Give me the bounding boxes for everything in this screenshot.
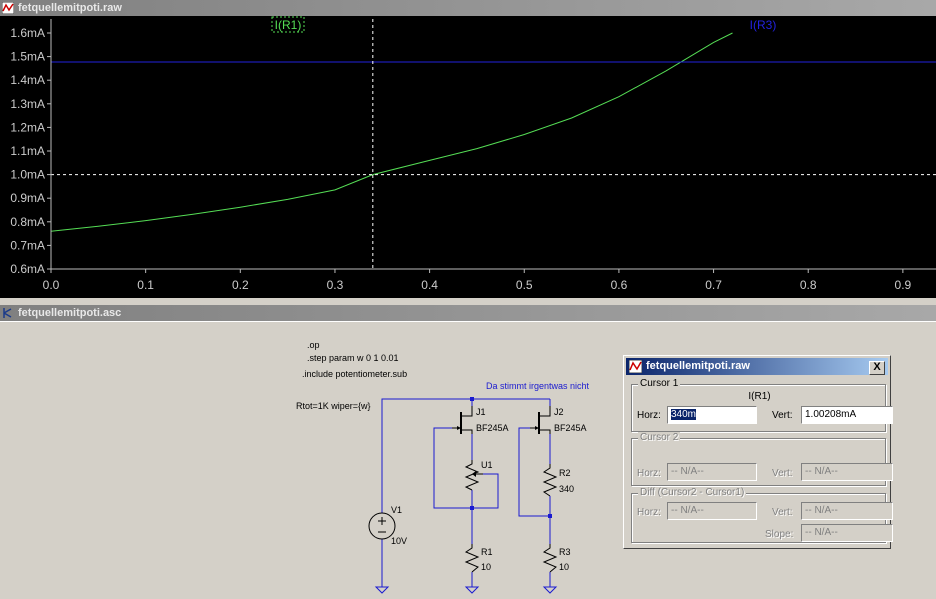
schematic-drawing[interactable]: .op .step param w 0 1 0.01 .include pote…	[0, 322, 936, 599]
legend-r1-box[interactable]	[271, 16, 305, 33]
x-tick-label: 0.5	[516, 278, 533, 292]
x-tick-label: 0.6	[611, 278, 628, 292]
cursor2-horz-field[interactable]: -- N/A--	[667, 463, 757, 481]
r2-name: R2	[559, 468, 571, 478]
y-tick-label: 1.0mA	[10, 168, 45, 182]
close-button[interactable]: X	[869, 361, 885, 375]
v1-name: V1	[391, 505, 402, 515]
y-tick-label: 0.8mA	[10, 215, 45, 229]
u1-name: U1	[481, 460, 493, 470]
x-tick-label: 0.0	[43, 278, 60, 292]
cursor2-horz-label: Horz:	[637, 468, 661, 479]
cursor2-vert-field[interactable]: -- N/A--	[801, 463, 893, 481]
plot-window-titlebar[interactable]: fetquellemitpoti.raw	[0, 0, 936, 16]
spice-directive-step[interactable]: .step param w 0 1 0.01	[307, 353, 399, 363]
r3-name: R3	[559, 547, 571, 557]
y-tick-label: 1.4mA	[10, 73, 45, 87]
schematic-window-title: fetquellemitpoti.asc	[18, 307, 122, 319]
diff-vert-label: Vert:	[772, 507, 793, 518]
schematic-icon	[3, 308, 12, 318]
diff-slope-field[interactable]: -- N/A--	[801, 524, 893, 542]
cursor1-horz-value: 340m	[671, 409, 697, 420]
r3-value: 10	[559, 562, 569, 572]
potentiometer-u1-symbol[interactable]	[464, 460, 483, 491]
cursor1-horz-field[interactable]: 340m	[667, 406, 757, 424]
r1-value: 10	[481, 562, 491, 572]
waveform-chart[interactable]: 1.6mA 1.5mA 1.4mA 1.3mA 1.2mA 1.1mA 1.0mA 0.9mA…	[0, 16, 936, 298]
y-tick-label: 0.7mA	[10, 238, 45, 252]
y-tick-label: 1.2mA	[10, 120, 45, 134]
y-tick-label: 0.9mA	[10, 191, 45, 205]
x-tick-label: 0.4	[421, 278, 438, 292]
cursor-dialog-title: fetquellemitpoti.raw	[646, 360, 750, 372]
x-tick-label: 0.2	[232, 278, 249, 292]
param-label[interactable]: Rtot=1K wiper={w}	[296, 401, 371, 411]
y-tick-label: 1.3mA	[10, 97, 45, 111]
waveform-icon	[629, 360, 642, 373]
resistor-r3-symbol[interactable]	[542, 544, 558, 573]
cursor2-vert-label: Vert:	[772, 468, 793, 479]
cursor2-label: Cursor 2	[638, 432, 681, 443]
j1-name: J1	[476, 407, 486, 417]
legend-r1-label[interactable]: I(R1)	[275, 18, 302, 32]
diff-label: Diff (Cursor2 - Cursor1)	[638, 487, 747, 498]
y-tick-label: 1.1mA	[10, 144, 45, 158]
x-tick-label: 0.1	[137, 278, 154, 292]
diff-slope-label: Slope:	[765, 529, 794, 540]
x-tick-label: 0.3	[327, 278, 344, 292]
plot-window-title: fetquellemitpoti.raw	[18, 2, 122, 14]
r2-value: 340	[559, 484, 574, 494]
diff-vert-field[interactable]: -- N/A--	[801, 502, 893, 520]
schematic-window-titlebar[interactable]: fetquellemitpoti.asc	[0, 305, 936, 321]
j2-model: BF245A	[554, 423, 587, 433]
ground-symbols	[374, 586, 558, 594]
j1-model: BF245A	[476, 423, 509, 433]
cursor1-horz-label: Horz:	[637, 410, 661, 421]
diff-horz-field[interactable]: -- N/A--	[667, 502, 757, 520]
voltage-source-v1-symbol[interactable]	[368, 512, 396, 540]
cursor1-group: Cursor 1 I(R1) Horz: 340m Vert: 1.00208m…	[631, 378, 893, 432]
cursor-dialog[interactable]: fetquellemitpoti.raw X Cursor 1 I(R1) Ho…	[623, 355, 893, 549]
diff-group: Diff (Cursor2 - Cursor1) Horz: -- N/A-- …	[631, 487, 893, 543]
cursor1-vert-label: Vert:	[772, 410, 793, 421]
resistor-r2-symbol[interactable]	[542, 464, 558, 497]
waveform-icon	[2, 2, 14, 14]
schematic-wires[interactable]	[381, 398, 551, 587]
y-tick-label: 1.6mA	[10, 26, 45, 40]
x-tick-label: 0.7	[705, 278, 722, 292]
y-tick-label: 1.5mA	[10, 50, 45, 64]
trace-ir1[interactable]	[50, 32, 733, 232]
spice-directive-op[interactable]: .op	[307, 340, 320, 350]
waveform-plot-pane[interactable]: 1.6mA 1.5mA 1.4mA 1.3mA 1.2mA 1.1mA 1.0mA 0.9mA…	[0, 16, 936, 298]
r1-name: R1	[481, 547, 493, 557]
y-tick-label: 0.6mA	[10, 262, 45, 276]
cursor1-vert-field[interactable]: 1.00208mA	[801, 406, 893, 424]
j2-name: J2	[554, 407, 564, 417]
diff-horz-label: Horz:	[637, 507, 661, 518]
junction-dots	[470, 397, 552, 518]
cursor-dialog-titlebar[interactable]: fetquellemitpoti.raw X	[626, 358, 888, 375]
jfet-j2-symbol[interactable]	[530, 406, 551, 434]
cursor1-trace-name: I(R1)	[748, 391, 771, 402]
x-tick-label: 0.9	[895, 278, 912, 292]
cursor1-label: Cursor 1	[638, 378, 681, 389]
cursor2-group: Cursor 2 Horz: -- N/A-- Vert: -- N/A--	[631, 432, 893, 486]
schematic-comment[interactable]: Da stimmt irgentwas nicht	[486, 381, 590, 391]
spice-directive-include[interactable]: .include potentiometer.sub	[302, 369, 407, 379]
v1-value: 10V	[391, 536, 407, 546]
jfet-j1-symbol[interactable]	[452, 406, 473, 434]
resistor-r1-symbol[interactable]	[464, 544, 480, 573]
x-tick-label: 0.8	[800, 278, 817, 292]
legend-r3-label[interactable]: I(R3)	[750, 18, 777, 32]
